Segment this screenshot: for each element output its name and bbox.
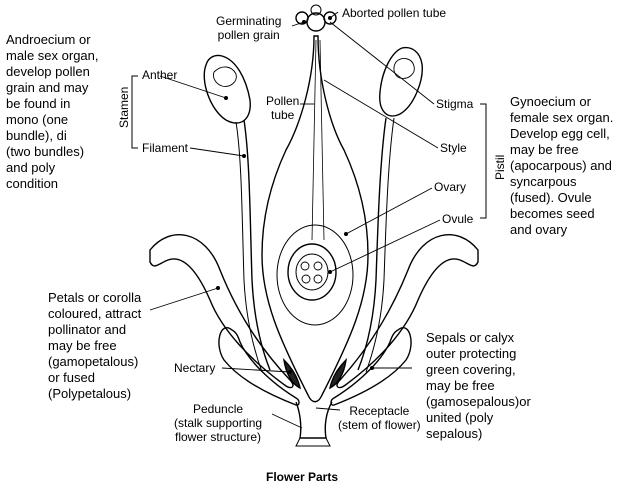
pistil-outline — [261, 35, 369, 403]
label-nectary: Nectary — [174, 361, 216, 375]
ovule — [287, 243, 337, 301]
gynoecium-note: Gynoecium or female sex organ. Develop e… — [510, 94, 614, 237]
label-pistil: Pistil — [493, 154, 507, 180]
right-anther — [379, 46, 423, 117]
leader-style — [323, 79, 439, 149]
right-filament — [357, 117, 387, 371]
stigma — [306, 12, 326, 32]
left-filament — [243, 119, 271, 371]
receptacle — [295, 401, 333, 439]
leader-anther — [159, 75, 227, 99]
left-anther — [203, 54, 251, 124]
pistil-bracket — [480, 103, 487, 219]
label-stamen: Stamen — [117, 86, 131, 128]
leader-ovule — [329, 219, 441, 273]
label-ovary: Ovary — [434, 180, 467, 194]
label-germinating-pollen-grain: Germinating pollen grain — [216, 14, 282, 42]
left-sepal — [218, 327, 300, 406]
petals-note: Petals or corolla coloured, attract poll… — [48, 290, 142, 401]
leader-filament — [189, 147, 245, 157]
leader-receptacle — [315, 407, 341, 411]
label-aborted-pollen-tube: Aborted pollen tube — [342, 6, 447, 20]
right-nectary — [329, 358, 347, 390]
leader-ovary — [345, 187, 433, 235]
label-stigma: Stigma — [436, 97, 474, 111]
label-pollen-tube: Pollen tube — [266, 94, 300, 122]
label-receptacle: Receptacle (stem of flower) — [338, 404, 421, 432]
left-petal — [149, 234, 294, 389]
right-petal — [336, 234, 479, 389]
leader-nectary — [221, 367, 291, 373]
leader-germinating — [291, 21, 305, 27]
ovary-chamber — [276, 224, 354, 326]
label-style: Style — [440, 141, 467, 155]
leader-stigma — [329, 21, 435, 105]
left-nectary — [283, 358, 301, 390]
leader-petals — [149, 287, 219, 311]
leader-peduncle — [271, 413, 303, 429]
sepals-note: Sepals or calyx outer protecting green c… — [426, 330, 531, 441]
label-anther: Anther — [142, 68, 178, 82]
label-ovule: Ovule — [442, 212, 474, 226]
label-filament: Filament — [142, 141, 189, 155]
figure-caption: Flower Parts — [266, 470, 339, 484]
stamen-bracket — [131, 75, 138, 149]
androecium-note: Androecium or male sex organ, develop po… — [6, 32, 99, 191]
label-peduncle: Peduncle (stalk supporting flower struct… — [174, 402, 263, 444]
